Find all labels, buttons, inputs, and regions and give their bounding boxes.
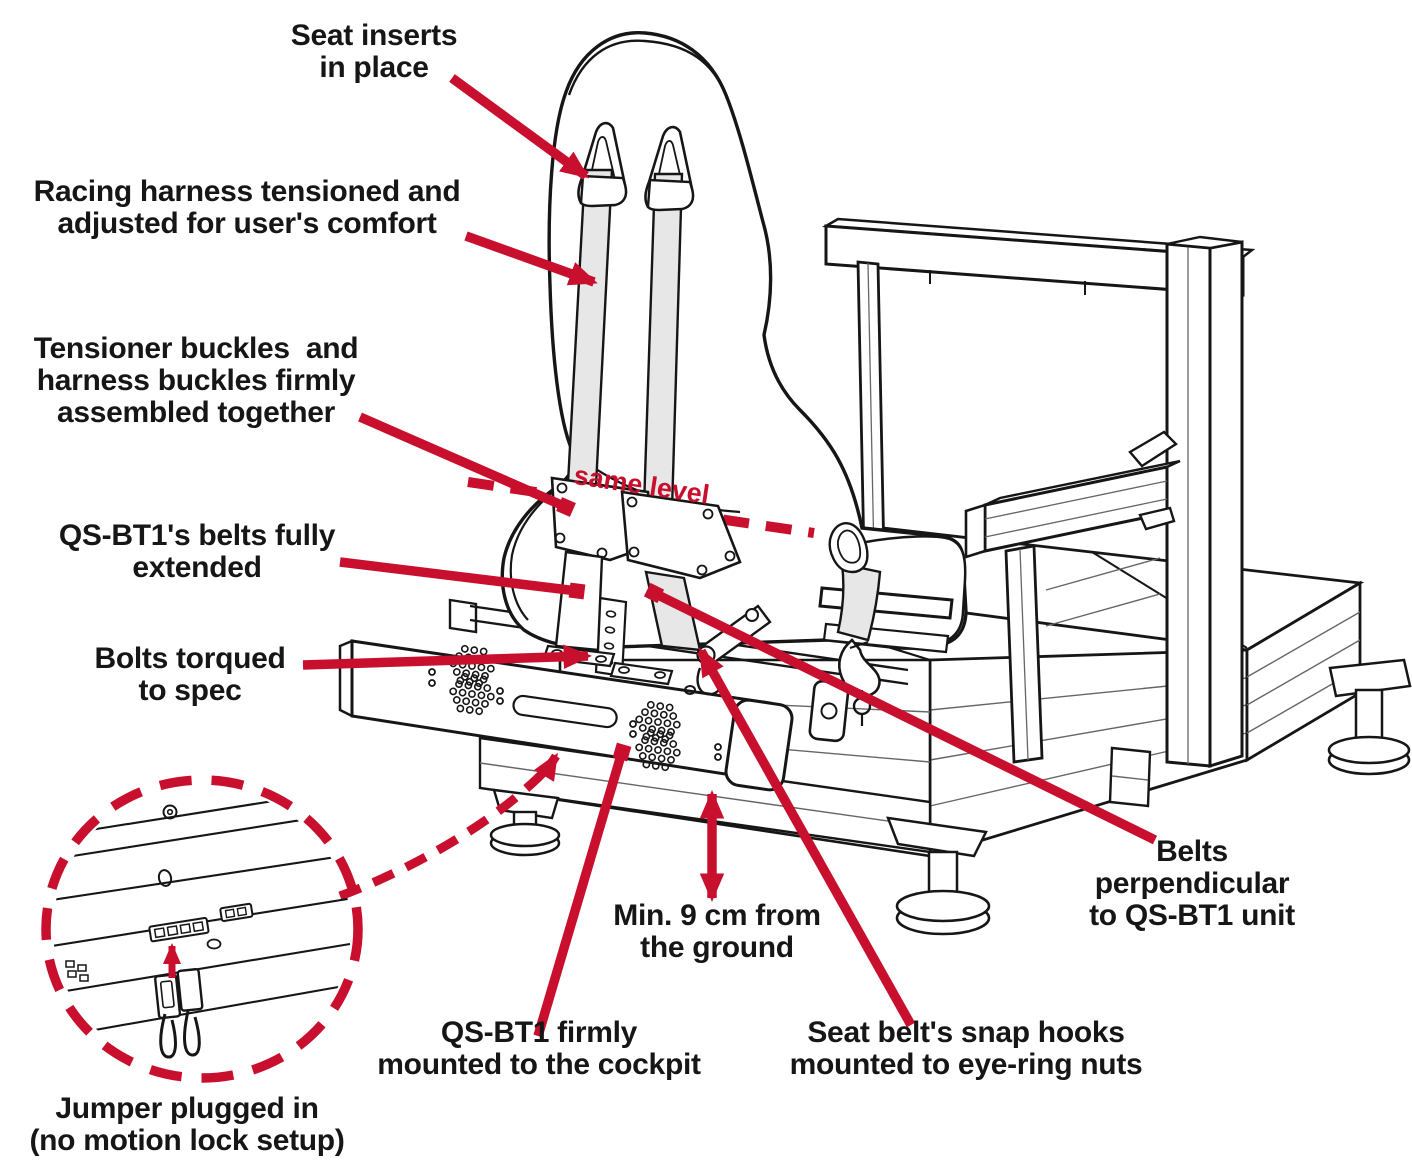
jumper-detail-inset bbox=[41, 775, 363, 1083]
label-jumper: Jumper plugged in(no motion lock setup) bbox=[29, 1092, 345, 1157]
qs-bt1-holes bbox=[428, 668, 722, 761]
rear-frame bbox=[821, 217, 1256, 808]
lap-belt-snap-hook bbox=[828, 522, 882, 726]
inset-dip-switches bbox=[65, 960, 89, 982]
arrow-seat-inserts bbox=[449, 74, 590, 180]
arrow-belts-extended bbox=[339, 557, 586, 600]
inset-dashed-circle bbox=[41, 775, 363, 1083]
annotation-lines bbox=[302, 74, 1158, 1038]
motion-lock-socket bbox=[148, 917, 210, 943]
jumper-plug bbox=[154, 968, 204, 1059]
line-qsbt1-mounted bbox=[533, 742, 632, 1038]
arrow-bolts-torqued bbox=[302, 644, 592, 670]
line-belts-perpendicular bbox=[643, 582, 1158, 845]
dashed-connector-curve bbox=[338, 752, 560, 901]
arrow-tensioner-buckles bbox=[358, 412, 576, 517]
arrow-racing-harness bbox=[464, 231, 598, 287]
line-snap-hooks bbox=[696, 647, 916, 1028]
